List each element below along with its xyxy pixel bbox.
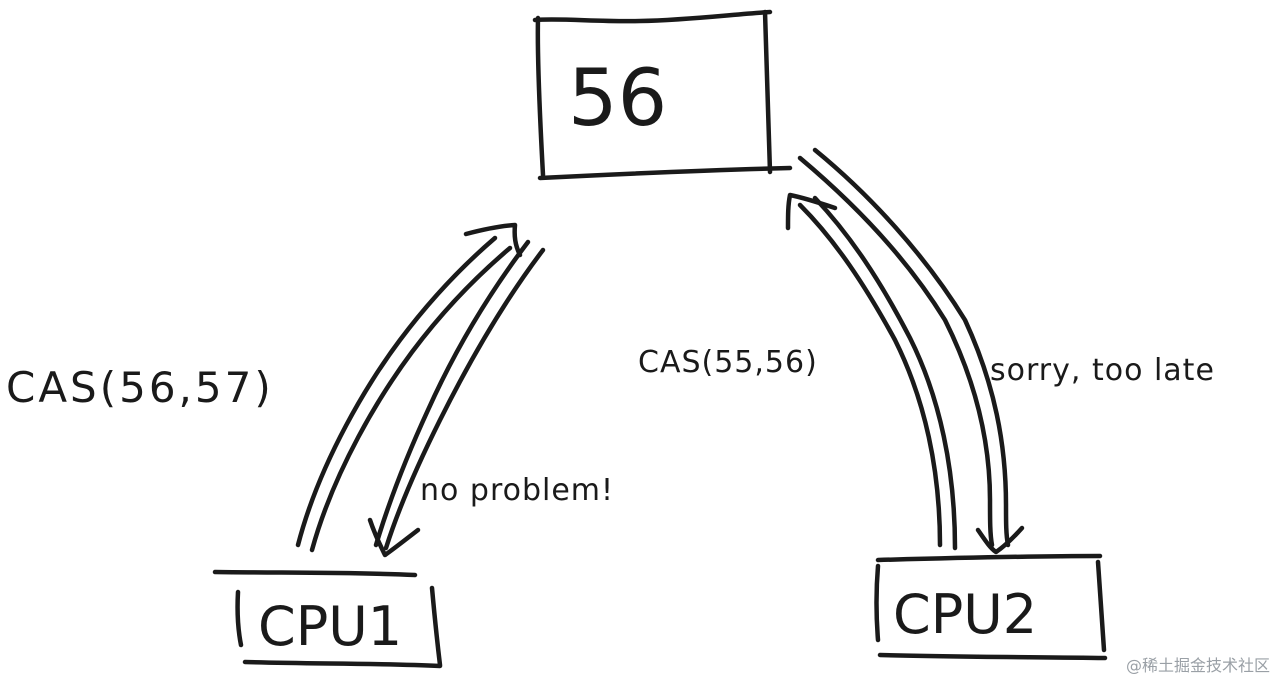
cpu2-box: CPU2: [874, 553, 1108, 661]
cpu1-response-arrow: [367, 239, 546, 558]
cpu1-request-arrow: [295, 222, 523, 553]
cpu1-label: CPU1: [258, 595, 402, 658]
cpu2-response-arrow: [797, 147, 1025, 555]
memory-box: 56: [532, 9, 793, 181]
cpu2-response-label: sorry, too late: [990, 353, 1215, 388]
cpu2-request-label: CAS(55,56): [638, 345, 818, 380]
cpu1-request-label: CAS(56,57): [6, 363, 274, 412]
memory-value: 56: [568, 54, 667, 144]
cpu1-response-label: no problem!: [420, 473, 614, 508]
cpu1-box: CPU1: [212, 569, 443, 669]
cpu2-label: CPU2: [893, 583, 1037, 646]
watermark: @稀土掘金技术社区: [1125, 656, 1270, 675]
cpu2-request-arrow: [785, 192, 958, 551]
